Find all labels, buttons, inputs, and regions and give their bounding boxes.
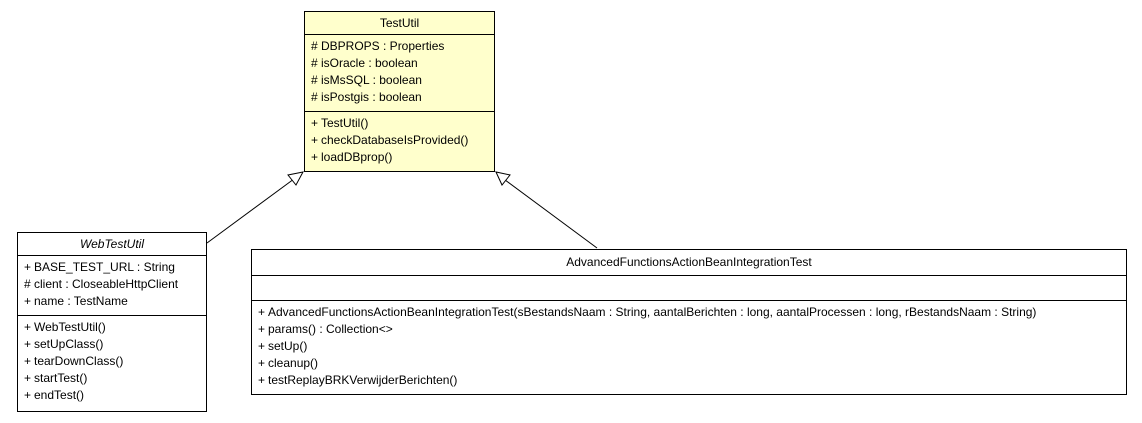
operations-section: +AdvancedFunctionsActionBeanIntegrationT… <box>252 301 1126 392</box>
operation-row: +tearDownClass() <box>24 354 124 368</box>
operation-row: +AdvancedFunctionsActionBeanIntegrationT… <box>258 305 1037 319</box>
attribute-row: +BASE_TEST_URL : String <box>24 260 175 274</box>
operation-row: +WebTestUtil() <box>24 320 106 334</box>
generalization-webtestutil <box>206 175 299 244</box>
operation-row: +endTest() <box>24 388 85 402</box>
operations-section: +WebTestUtil() +setUpClass() +tearDownCl… <box>18 316 206 407</box>
attributes-section: +BASE_TEST_URL : String #client : Closea… <box>18 256 206 316</box>
operation-row: +startTest() <box>24 371 88 385</box>
attributes-section: #DBPROPS : Properties #isOracle : boolea… <box>305 35 494 112</box>
generalization-arrowhead-webtestutil <box>287 171 304 186</box>
generalization-advanced <box>500 176 598 249</box>
operation-row: +setUp() <box>258 339 308 353</box>
operation-row: +cleanup() <box>258 356 319 370</box>
operations-section: +TestUtil() +checkDatabaseIsProvided() +… <box>305 112 494 169</box>
generalization-arrowhead-advanced <box>495 171 511 186</box>
operation-row: +params() : Collection<> <box>258 322 393 336</box>
operation-row: +setUpClass() <box>24 337 104 351</box>
class-advanced-functions-test[interactable]: AdvancedFunctionsActionBeanIntegrationTe… <box>251 249 1127 395</box>
operation-row: +loadDBprop() <box>311 150 393 164</box>
operation-row: +TestUtil() <box>311 116 369 130</box>
attribute-row: #DBPROPS : Properties <box>311 39 445 53</box>
attribute-row: +name : TestName <box>24 294 128 308</box>
operation-row: +checkDatabaseIsProvided() <box>311 133 469 147</box>
class-title: AdvancedFunctionsActionBeanIntegrationTe… <box>252 250 1126 276</box>
class-title: TestUtil <box>305 12 494 35</box>
class-webtestutil[interactable]: WebTestUtil +BASE_TEST_URL : String #cli… <box>17 232 207 412</box>
attribute-row: #client : CloseableHttpClient <box>24 277 179 291</box>
attributes-section <box>252 276 1126 301</box>
attribute-row: #isMsSQL : boolean <box>311 73 422 87</box>
class-testutil[interactable]: TestUtil #DBPROPS : Properties #isOracle… <box>304 11 495 172</box>
attribute-row: #isOracle : boolean <box>311 56 418 70</box>
operation-row: +testReplayBRKVerwijderBerichten() <box>258 373 458 387</box>
class-title: WebTestUtil <box>18 233 206 256</box>
attribute-row: #isPostgis : boolean <box>311 90 422 104</box>
